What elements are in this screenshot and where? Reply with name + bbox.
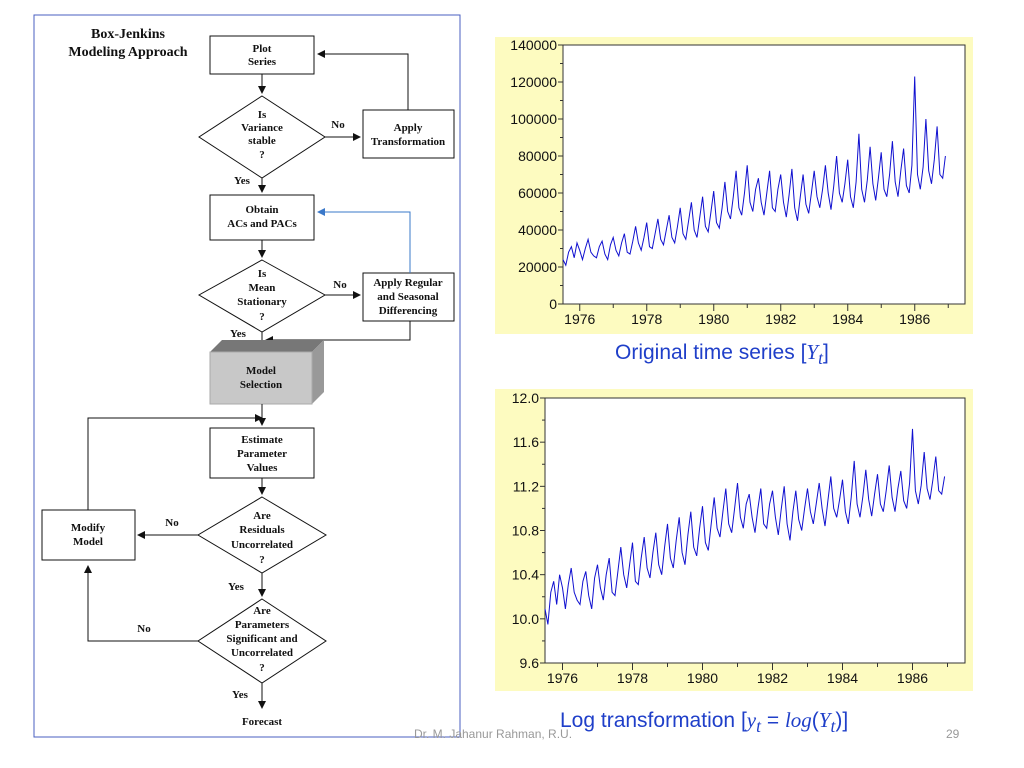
svg-text:Values: Values (247, 462, 278, 474)
series-line (544, 428, 946, 625)
y-tick-label: 12.0 (512, 390, 539, 406)
y-tick-label: 0 (549, 296, 557, 312)
svg-text:Variance: Variance (241, 122, 283, 134)
y-tick-label: 120000 (510, 74, 557, 90)
flowchart-frame (33, 14, 461, 738)
label-no: No (137, 623, 151, 635)
svg-text:Apply Regular: Apply Regular (373, 277, 442, 289)
y-tick-label: 40000 (518, 222, 557, 238)
plot-area (562, 44, 966, 305)
log-series-chart: 9.6 10.0 10.4 10.8 11.2 11.6 12.0 1976 1978 1980 1… (495, 389, 973, 691)
apply-transformation-box: Apply Transformation (362, 109, 455, 159)
x-tick-label: 1980 (687, 670, 718, 686)
x-tick-label: 1986 (897, 670, 928, 686)
plot-series-box: Plot Series (209, 35, 315, 75)
flowchart-title-line1: Box-Jenkins (91, 27, 165, 42)
svg-text:Parameters: Parameters (235, 619, 290, 631)
estimate-parameters-box: Estimate Parameter Values (209, 427, 315, 479)
apply-differencing-box: Apply Regular and Seasonal Differencing (362, 272, 455, 322)
footer-author: Dr. M. Jahanur Rahman, R.U. (414, 727, 573, 741)
label-yes: Yes (232, 689, 249, 701)
svg-text:stable: stable (248, 135, 276, 147)
y-tick-label: 10.0 (512, 611, 539, 627)
svg-text:Transformation: Transformation (371, 136, 445, 148)
svg-text:Model: Model (246, 365, 276, 377)
svg-text:Estimate: Estimate (241, 434, 283, 446)
y-tick-label: 20000 (518, 259, 557, 275)
x-tick-label: 1976 (547, 670, 578, 686)
svg-text:?: ? (259, 554, 265, 566)
flowchart-title-line2: Modeling Approach (68, 45, 187, 60)
y-tick-label: 11.2 (513, 478, 539, 494)
label-yes: Yes (230, 328, 247, 340)
label-no: No (333, 279, 347, 291)
y-tick-label: 11.6 (513, 434, 539, 450)
y-tick-label: 100000 (510, 111, 557, 127)
y-tick-label: 60000 (518, 185, 557, 201)
svg-text:Parameter: Parameter (237, 448, 287, 460)
svg-text:?: ? (259, 311, 265, 323)
label-yes: Yes (228, 581, 245, 593)
mean-stationary-decision: Is Mean Stationary ? (197, 259, 327, 333)
svg-text:Is: Is (258, 109, 267, 121)
svg-text:Apply: Apply (394, 122, 423, 134)
y-tick-label: 140000 (510, 37, 557, 53)
obtain-acs-pacs-box: Obtain ACs and PACs (209, 194, 315, 241)
svg-text:Model: Model (73, 536, 103, 548)
model-selection-box: Model Selection (209, 340, 324, 405)
x-tick-label: 1980 (698, 311, 729, 327)
box-jenkins-flowchart: Box-Jenkins Modeling Approach Plot Serie… (33, 14, 461, 738)
svg-text:Is: Is (258, 268, 267, 280)
y-tick-label: 10.4 (512, 567, 539, 583)
original-series-chart: 0 20000 40000 60000 80000 100000 120000 140000 1… (495, 37, 973, 334)
label-no: No (165, 517, 179, 529)
log-series-caption: Log transformation [yt = log(Yt)] (560, 708, 849, 737)
svg-text:and Seasonal: and Seasonal (377, 291, 438, 303)
original-series-caption: Original time series [Yt] (615, 340, 829, 369)
svg-text:Are: Are (253, 605, 271, 617)
x-tick-label: 1978 (631, 311, 662, 327)
x-tick-label: 1982 (757, 670, 788, 686)
svg-text:Stationary: Stationary (237, 296, 287, 308)
forecast-label: Forecast (242, 716, 282, 728)
x-tick-label: 1978 (617, 670, 648, 686)
svg-text:?: ? (259, 149, 265, 161)
svg-text:Plot: Plot (253, 43, 272, 55)
svg-text:ACs and PACs: ACs and PACs (227, 218, 297, 230)
modify-model-box: Modify Model (41, 509, 136, 561)
label-yes: Yes (234, 175, 251, 187)
residuals-uncorrelated-decision: Are Residuals Uncorrelated ? (197, 496, 327, 574)
svg-text:Selection: Selection (240, 379, 282, 391)
svg-text:Significant and: Significant and (226, 633, 297, 645)
svg-text:Are: Are (253, 510, 271, 522)
x-tick-label: 1984 (832, 311, 863, 327)
variance-stable-decision: Is Variance stable ? (198, 95, 326, 179)
svg-text:Obtain: Obtain (245, 204, 278, 216)
svg-text:Modify: Modify (71, 522, 106, 534)
svg-text:Series: Series (248, 56, 277, 68)
svg-text:Residuals: Residuals (239, 524, 285, 536)
page-number: 29 (946, 727, 960, 741)
svg-text:Mean: Mean (249, 282, 276, 294)
svg-text:?: ? (259, 662, 265, 674)
x-tick-label: 1976 (564, 311, 595, 327)
x-tick-label: 1986 (899, 311, 930, 327)
series-line (562, 76, 946, 267)
x-tick-label: 1982 (765, 311, 796, 327)
label-no: No (331, 119, 345, 131)
y-tick-label: 9.6 (520, 655, 540, 671)
parameters-significant-decision: Are Parameters Significant and Uncorrela… (197, 598, 327, 684)
svg-text:Uncorrelated: Uncorrelated (231, 647, 293, 659)
svg-text:Uncorrelated: Uncorrelated (231, 539, 293, 551)
y-tick-label: 10.8 (512, 523, 539, 539)
x-tick-label: 1984 (827, 670, 858, 686)
svg-text:Differencing: Differencing (379, 305, 438, 317)
y-tick-label: 80000 (518, 148, 557, 164)
